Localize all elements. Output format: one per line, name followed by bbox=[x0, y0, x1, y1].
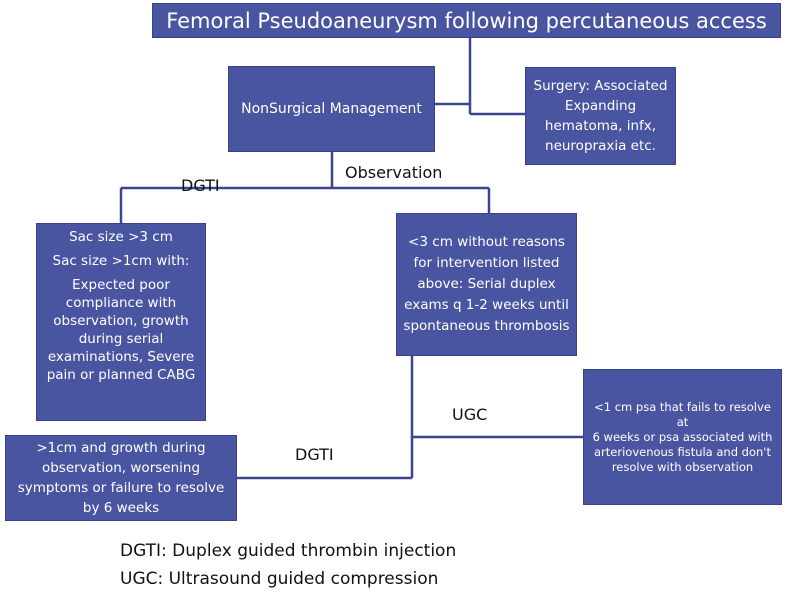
title-box: Femoral Pseudoaneurysm following percuta… bbox=[152, 3, 781, 38]
edge-label-ugc: UGC bbox=[452, 405, 488, 424]
growth-criteria-box: >1cm and growth during observation, wors… bbox=[5, 435, 237, 521]
ugc-criteria-line: resolve with observation bbox=[611, 459, 754, 474]
dgti-criteria-line: Expected poor bbox=[72, 277, 170, 293]
legend-dgti: DGTI: Duplex guided thrombin injection bbox=[120, 541, 457, 561]
growth-criteria-line: by 6 weeks bbox=[82, 500, 160, 516]
surgery-line: Expanding bbox=[564, 98, 637, 114]
edge-label-observation: Observation bbox=[345, 163, 443, 182]
dgti-criteria-line: observation, growth bbox=[53, 313, 189, 329]
growth-criteria-line: symptoms or failure to resolve bbox=[17, 480, 225, 496]
surgery-line: neuropraxia etc. bbox=[545, 138, 656, 154]
dgti-criteria-line: compliance with bbox=[65, 295, 177, 311]
edge-label-dgti-upper: DGTI bbox=[181, 176, 220, 195]
dgti-criteria-box: Sac size >3 cm Sac size >1cm with: Expec… bbox=[36, 223, 206, 421]
legend-ugc: UGC: Ultrasound guided compression bbox=[120, 569, 439, 589]
surgery-line: hematoma, infx, bbox=[544, 118, 657, 134]
observation-criteria-box: <3 cm without reasons for intervention l… bbox=[396, 213, 577, 356]
dgti-criteria-line: Sac size >3 cm bbox=[69, 229, 173, 245]
ugc-criteria-line: 6 weeks or psa associated with bbox=[592, 429, 773, 444]
ugc-criteria-box: <1 cm psa that fails to resolve at 6 wee… bbox=[583, 369, 782, 505]
observation-criteria-line: above: Serial duplex bbox=[417, 276, 556, 292]
observation-criteria-line: <3 cm without reasons bbox=[408, 234, 565, 250]
edge-label-dgti-lower: DGTI bbox=[295, 445, 334, 464]
nonsurgical-management-box: NonSurgical Management bbox=[228, 66, 435, 152]
observation-criteria-line: exams q 1-2 weeks until bbox=[404, 297, 569, 313]
dgti-criteria-line: pain or planned CABG bbox=[46, 367, 196, 383]
ugc-criteria-line: <1 cm psa that fails to resolve at bbox=[594, 399, 771, 429]
dgti-criteria-line: examinations, Severe bbox=[47, 349, 195, 365]
observation-criteria-line: spontaneous thrombosis bbox=[403, 318, 570, 334]
observation-criteria-line: for intervention listed bbox=[413, 255, 560, 271]
ugc-criteria-line: arteriovenous fistula and don't bbox=[594, 444, 771, 459]
nonsurgical-management-label: NonSurgical Management bbox=[241, 101, 422, 117]
diagram-title: Femoral Pseudoaneurysm following percuta… bbox=[166, 8, 767, 33]
growth-criteria-line: >1cm and growth during bbox=[36, 440, 206, 456]
dgti-criteria-line: Sac size >1cm with: bbox=[52, 253, 190, 269]
surgery-box: Surgery: Associated Expanding hematoma, … bbox=[525, 67, 676, 165]
growth-criteria-line: observation, worsening bbox=[41, 460, 201, 476]
dgti-criteria-line: during serial bbox=[78, 331, 164, 347]
surgery-line: Surgery: Associated bbox=[533, 78, 668, 94]
